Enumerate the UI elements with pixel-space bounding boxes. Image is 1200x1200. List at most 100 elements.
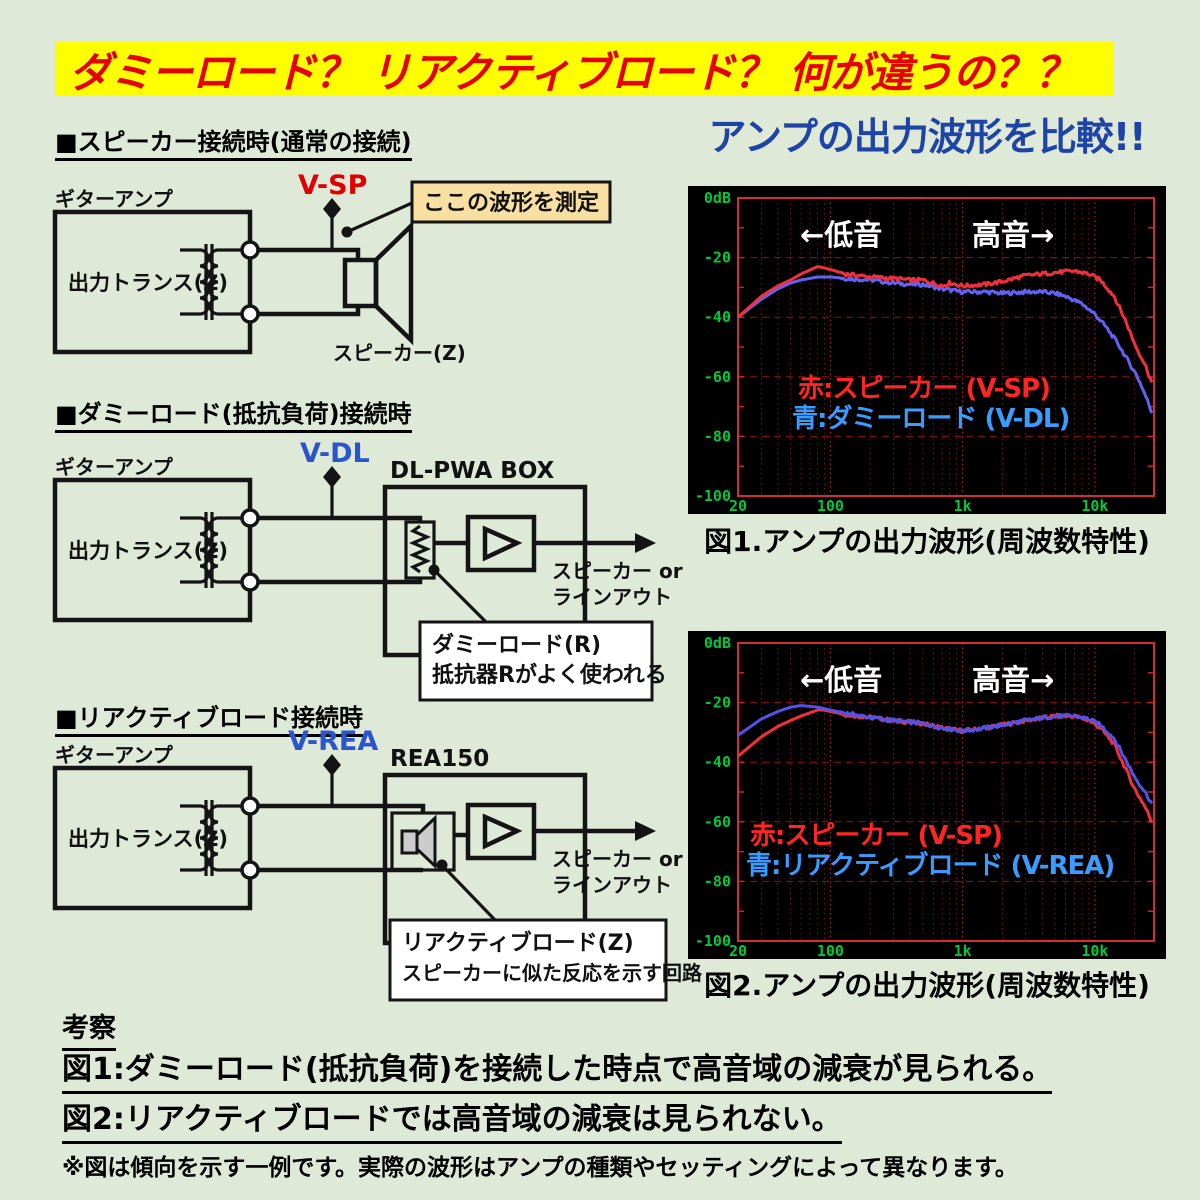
wire-top (258, 247, 361, 260)
measure-callout: ここの波形を測定 (341, 180, 612, 238)
transformer-icon: 出力トランス(Z) (68, 800, 242, 876)
treble-annotation: 高音→ (972, 663, 1055, 697)
probe-vdl: V-DL (300, 438, 370, 518)
terminal-top (240, 240, 260, 260)
terminal-bottom (240, 572, 260, 592)
output-label-2: ラインアウト (552, 873, 672, 897)
wire-bottom (258, 306, 361, 317)
resistor-icon (404, 520, 436, 580)
amp-label: ギターアンプ (55, 455, 174, 479)
amp-box (52, 765, 253, 911)
svg-text:-20: -20 (704, 249, 731, 267)
dummy-load-callout: ダミーロード(R) 抵抗器Rがよく使われる (418, 564, 667, 702)
bass-annotation: ←低音 (800, 218, 883, 252)
chart-2-caption: 図2.アンプの出力波形(周波数特性) (704, 969, 1150, 1002)
reactive-speaker-icon (390, 811, 456, 872)
amp-label: ギターアンプ (55, 187, 174, 211)
svg-text:20: 20 (729, 942, 747, 959)
svg-text:20: 20 (729, 497, 747, 514)
output-label-2: ラインアウト (552, 585, 672, 609)
chart-1-caption: 図1.アンプの出力波形(周波数特性) (704, 525, 1150, 558)
callout-text: ここの波形を測定 (423, 190, 599, 216)
probe-label: V-DL (300, 438, 370, 469)
callout-box (388, 918, 668, 1002)
amp-triangle-icon (465, 514, 537, 573)
conclusion-heading: 考察 (62, 1006, 116, 1051)
amp-label: ギターアンプ (55, 743, 174, 767)
charts-header: アンプの出力波形を比較!! (708, 115, 1146, 159)
bass-annotation: ←低音 (800, 663, 883, 697)
disclaimer-text: ※図は傾向を示す一例です。実際の波形はアンプの種類やセッティングによって異なりま… (62, 1155, 1018, 1181)
transformer-icon: 出力トランス(Z) (68, 512, 242, 588)
callout-text-1: ダミーロード(R) (432, 632, 601, 658)
callout-text-2: 抵抗器Rがよく使われる (432, 662, 667, 688)
svg-text:-40: -40 (704, 308, 731, 326)
probe-diamond-icon (323, 198, 341, 220)
probe-vrea: V-REA (288, 726, 378, 806)
amp-box (52, 209, 253, 355)
circuit-diagram-reactive-load: ギターアンプ 出力トランス(Z) V-REA REA150 スピーカー or ラ… (52, 726, 703, 1002)
terminal-bottom (240, 860, 260, 880)
callout-text-2: スピーカーに似た反応を示す回路 (402, 961, 703, 985)
probe-label: V-SP (298, 170, 367, 201)
arrow-icon (635, 533, 656, 553)
terminal-top (240, 508, 260, 528)
svg-text:-20: -20 (704, 694, 731, 712)
svg-text:100: 100 (817, 497, 844, 514)
legend-speaker: 赤:スピーカー (V-SP) (750, 821, 1003, 851)
title-banner: ダミーロード？ リアクティブロード？ 何が違うの？？ (55, 42, 1113, 97)
callout-box (410, 180, 612, 224)
terminal-top (240, 796, 260, 816)
svg-text:10k: 10k (1081, 497, 1108, 514)
section-heading-reactive: ■リアクティブロード接続時 (55, 698, 364, 737)
probe-diamond-icon (323, 754, 341, 776)
svg-text:-80: -80 (704, 427, 731, 445)
reactive-load-callout: リアクティブロード(Z) スピーカーに似た反応を示す回路 (388, 859, 703, 1002)
conclusion-line-2: 図2:リアクティブロードでは高音域の減衰は見られない。 (62, 1094, 842, 1144)
conclusion-line-1: 図1:ダミーロード(抵抗負荷)を接続した時点で高音域の減衰が見られる。 (62, 1044, 1053, 1094)
svg-text:10k: 10k (1081, 942, 1108, 959)
svg-text:-100: -100 (695, 487, 731, 505)
wire-bottom (258, 578, 423, 585)
svg-text:-60: -60 (704, 813, 731, 831)
svg-text:-80: -80 (704, 872, 731, 890)
amp-triangle-icon (465, 802, 537, 861)
svg-text:0dB: 0dB (704, 634, 731, 652)
probe-label: V-REA (288, 726, 378, 757)
legend-speaker: 赤:スピーカー (V-SP) (798, 374, 1051, 404)
output-label-1: スピーカー or (552, 559, 683, 583)
speaker-label: スピーカー(Z) (333, 341, 466, 365)
svg-text:1k: 1k (954, 497, 972, 514)
transformer-icon: 出力トランス(Z) (68, 244, 242, 320)
callout-text-1: リアクティブロード(Z) (402, 930, 634, 956)
wire-top (258, 803, 426, 813)
section-heading-speaker: ■スピーカー接続時(通常の接続) (55, 122, 412, 161)
speaker-icon (342, 220, 414, 346)
circuit-diagram-dummy-load: ギターアンプ 出力トランス(Z) V-DL DL-PWA BOX スピーカー o… (52, 438, 683, 702)
probe-vsp: V-SP (298, 170, 367, 250)
svg-text:1k: 1k (954, 942, 972, 959)
svg-text:100: 100 (817, 942, 844, 959)
probe-diamond-icon (323, 466, 341, 488)
terminal-bottom (240, 304, 260, 324)
amp-box (52, 477, 253, 623)
svg-text:0dB: 0dB (704, 189, 731, 207)
callout-box (418, 620, 654, 702)
output-label-1: スピーカー or (552, 847, 683, 871)
treble-annotation: 高音→ (972, 218, 1055, 252)
svg-text:-60: -60 (704, 368, 731, 386)
page-title: ダミーロード？ リアクティブロード？ 何が違うの？？ (69, 47, 1077, 97)
circuit-diagram-speaker: ギターアンプ 出力トランス(Z) V-SP ここの波形を測定 スピーカー(Z) (52, 170, 612, 365)
load-box-label: REA150 (390, 746, 489, 772)
section-heading-dummy: ■ダミーロード(抵抗負荷)接続時 (55, 394, 412, 433)
legend-reactive-load: 青:リアクティブロード (V-REA) (746, 851, 1115, 881)
svg-text:-40: -40 (704, 753, 731, 771)
arrow-icon (635, 821, 656, 841)
wire-top (258, 515, 423, 522)
svg-text:-100: -100 (695, 932, 731, 950)
legend-dummy-load: 青:ダミーロード (V-DL) (792, 404, 1070, 434)
